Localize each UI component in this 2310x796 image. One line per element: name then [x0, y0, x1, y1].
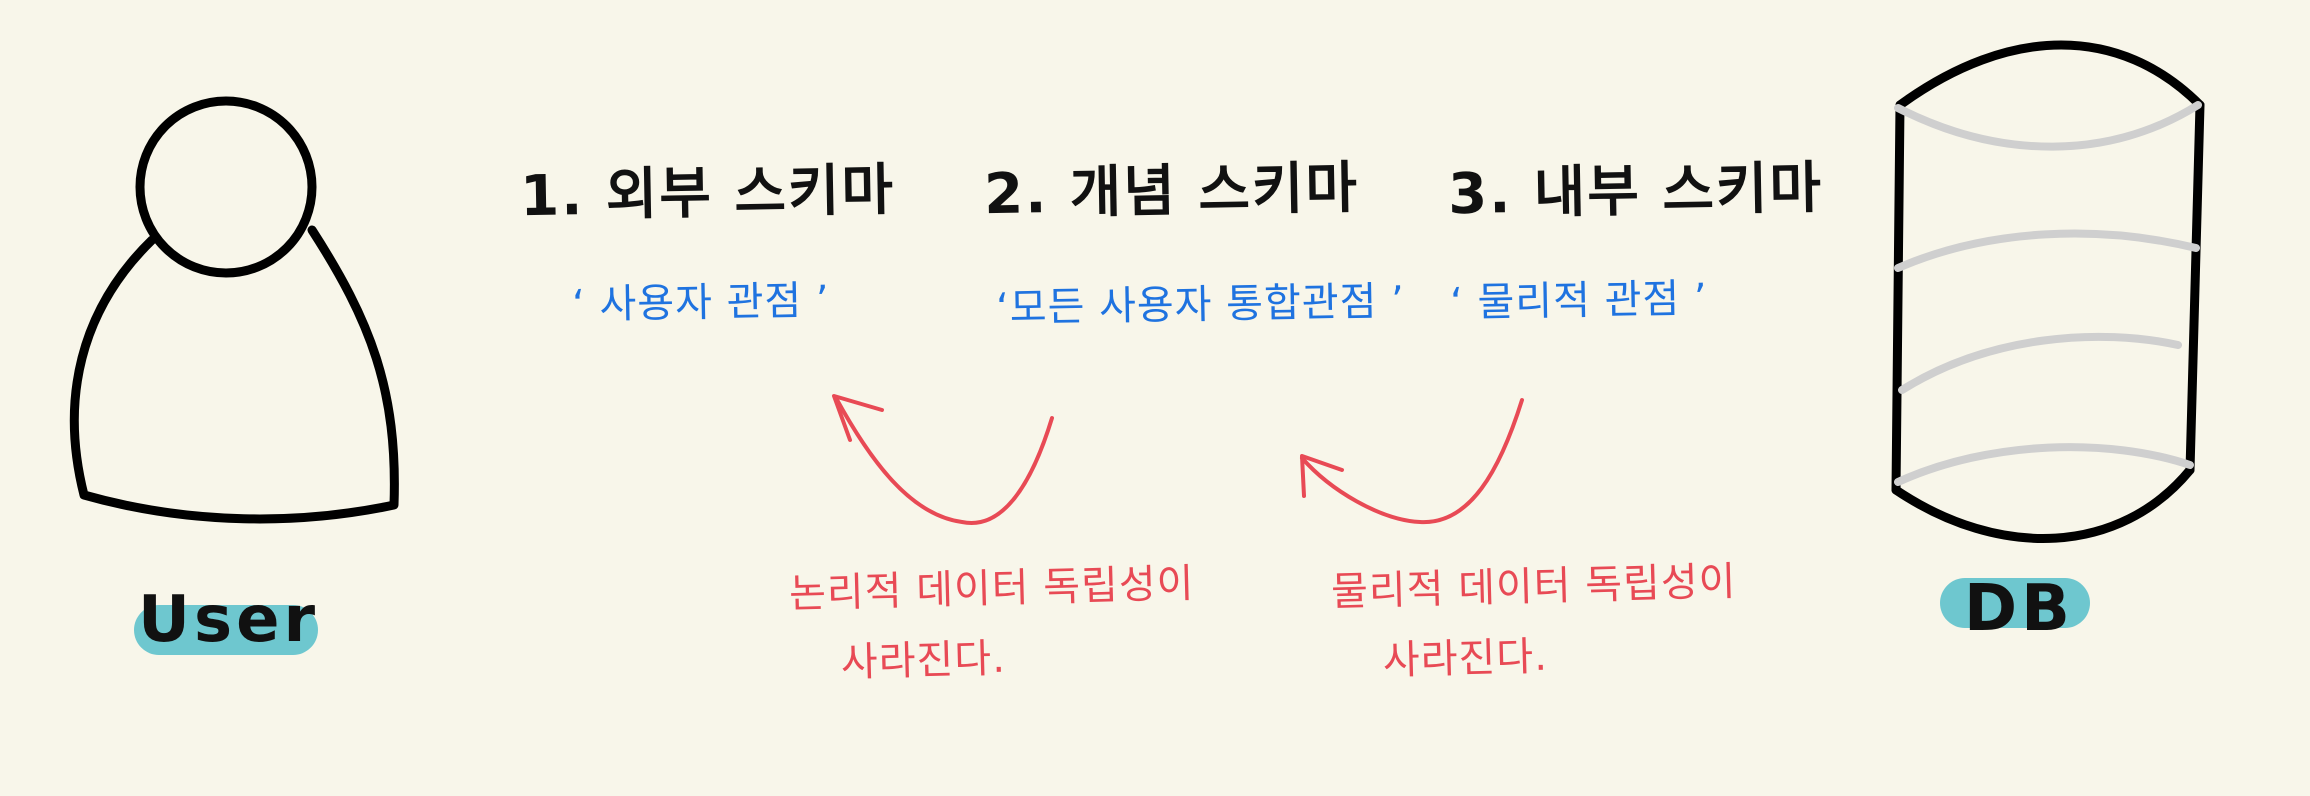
user-label-group: User: [130, 583, 340, 665]
db-stripe: [1894, 229, 2200, 272]
db-bottom-arc: [1891, 465, 2195, 543]
schema-subtitle-external: ‘ 사용자 관점 ’: [571, 277, 831, 329]
arrow-curve: [1300, 398, 1524, 525]
note-line: 물리적 데이터 독립성이: [1330, 558, 1738, 616]
db-stripe: [1898, 332, 2182, 394]
db-label: DB: [1964, 572, 2074, 646]
arrow-curve: [834, 396, 1054, 525]
db-left-side: [1891, 100, 1905, 495]
db-stripe: [1894, 101, 2202, 151]
db-top-arc: [1895, 40, 2205, 110]
user-label-highlight: [134, 605, 318, 655]
schema-subtitle-internal: ‘ 물리적 관점 ’: [1449, 275, 1709, 327]
db-label-highlight: [1940, 578, 2090, 628]
note-physical-independence: 물리적 데이터 독립성이 사라진다.: [1330, 547, 1739, 698]
note-logical-independence: 논리적 데이터 독립성이 사라진다.: [788, 549, 1197, 700]
db-right-side: [2185, 100, 2205, 475]
note-line: 사라진다.: [1382, 633, 1549, 684]
db-stripe: [1894, 443, 2194, 486]
arrow-head: [1300, 454, 1344, 498]
user-figure: [69, 96, 399, 524]
note-line: 논리적 데이터 독립성이: [788, 560, 1196, 618]
schema-title-internal: 3. 내부 스키마: [1447, 155, 1824, 228]
user-head: [135, 96, 317, 278]
note-line: 사라진다.: [840, 635, 1007, 686]
user-body: [69, 225, 399, 524]
user-label: User: [138, 583, 320, 657]
schema-title-conceptual: 2. 개념 스키마: [983, 155, 1360, 228]
arrow-head: [832, 394, 884, 442]
arrow-logical: [832, 394, 1054, 525]
schema-subtitle-conceptual: ‘모든 사용자 통합관점 ’: [995, 278, 1406, 332]
db-label-group: DB: [1940, 572, 2100, 658]
arrow-physical: [1300, 398, 1524, 525]
db-cylinder: [1891, 40, 2205, 543]
schema-title-external: 1. 외부 스키마: [519, 157, 896, 230]
